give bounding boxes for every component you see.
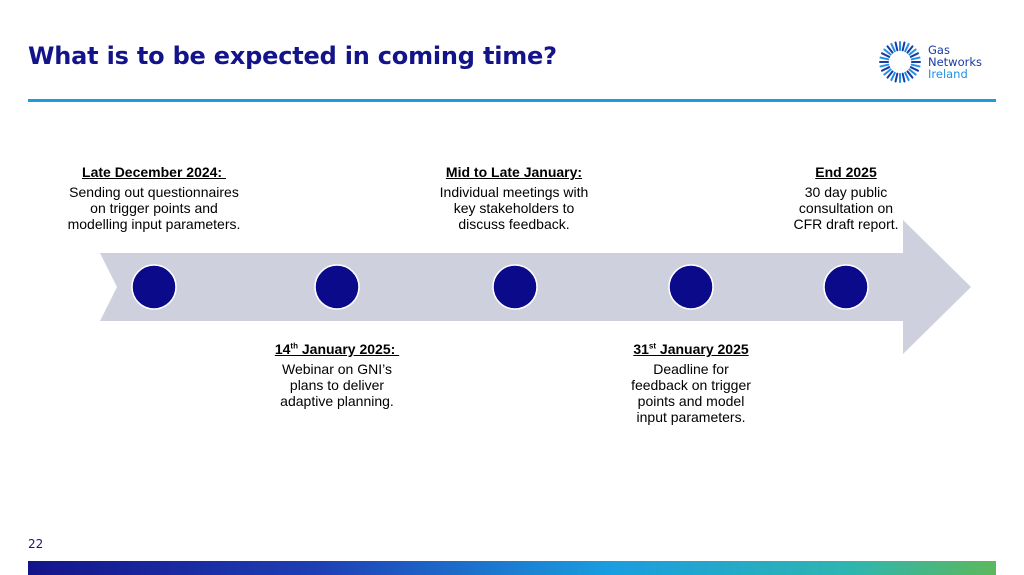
milestone-marker [668, 264, 714, 310]
slide-title: What is to be expected in coming time? [28, 42, 557, 70]
event-31st-january-2025: 31st January 2025 Deadline for feedback … [601, 341, 781, 425]
event-heading: 14th January 2025: [247, 341, 427, 357]
event-heading-day: 31 [633, 341, 649, 357]
sunburst-icon [879, 41, 921, 83]
event-heading: 31st January 2025 [601, 341, 781, 357]
event-description: Deadline for feedback on trigger points … [631, 361, 751, 425]
event-14th-january-2025: 14th January 2025: Webinar on GNI’s plan… [247, 341, 427, 409]
milestone-marker [131, 264, 177, 310]
event-mid-to-late-january: Mid to Late January: Individual meetings… [414, 164, 614, 232]
milestone-marker [314, 264, 360, 310]
page-number: 22 [28, 537, 44, 551]
event-end-2025: End 2025 30 day public consultation on C… [766, 164, 926, 232]
logo-line-1: Gas [928, 43, 950, 57]
event-heading-ordinal: th [290, 341, 298, 351]
event-heading-day: 14 [274, 341, 291, 357]
event-description: Sending out questionnaires on trigger po… [67, 184, 241, 232]
event-description: 30 day public consultation on CFR draft … [793, 184, 899, 232]
event-description: Webinar on GNI’s plans to deliver adapti… [280, 361, 394, 409]
event-heading-ordinal: st [648, 341, 657, 351]
event-heading-month: January 2025: [297, 341, 400, 357]
event-heading: Mid to Late January: [445, 164, 583, 180]
event-description: Individual meetings with key stakeholder… [439, 184, 589, 232]
event-heading: Late December 2024: [82, 164, 226, 180]
logo-line-3: Ireland [928, 67, 968, 81]
event-heading-month: January 2025 [656, 341, 749, 357]
milestone-marker [492, 264, 538, 310]
milestone-marker [823, 264, 869, 310]
logo-line-2: Networks [928, 55, 983, 69]
event-heading: End 2025 [815, 164, 877, 180]
event-late-december-2024: Late December 2024: Sending out question… [54, 164, 254, 232]
gas-networks-ireland-logo: Gas Networks Ireland [878, 40, 998, 86]
title-underline [28, 99, 996, 102]
footer-gradient-bar [28, 561, 996, 575]
